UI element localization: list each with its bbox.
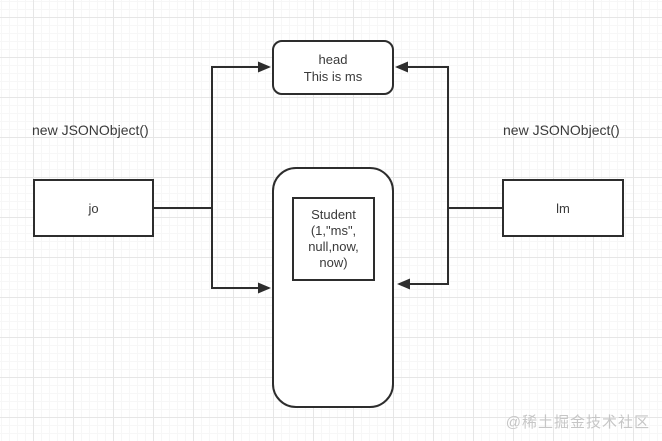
head-node-title: head bbox=[318, 51, 348, 67]
head-node-subtitle: This is ms bbox=[303, 68, 363, 84]
lm-node-label: lm bbox=[556, 200, 570, 216]
student-node-line: Student bbox=[311, 207, 356, 222]
lm-to-container-arrow bbox=[397, 208, 449, 290]
jo-to-head-arrow bbox=[211, 61, 271, 208]
left-constructor-label: new JSONObject() bbox=[32, 122, 149, 138]
jo-to-container-arrow bbox=[211, 208, 271, 294]
student-node-line: (1,"ms", bbox=[310, 223, 357, 238]
jo-node: jo bbox=[33, 179, 154, 237]
watermark: @稀土掘金技术社区 bbox=[505, 414, 650, 431]
head-node: head This is ms bbox=[272, 40, 394, 95]
student-node-line: now) bbox=[319, 255, 348, 270]
student-node: Student (1,"ms", null,now, now) bbox=[292, 197, 375, 281]
student-node-line: null,now, bbox=[308, 239, 359, 254]
lm-to-head-arrow bbox=[395, 61, 449, 208]
jo-node-label: jo bbox=[88, 200, 99, 216]
lm-node: lm bbox=[502, 179, 624, 237]
right-constructor-label: new JSONObject() bbox=[503, 122, 620, 138]
